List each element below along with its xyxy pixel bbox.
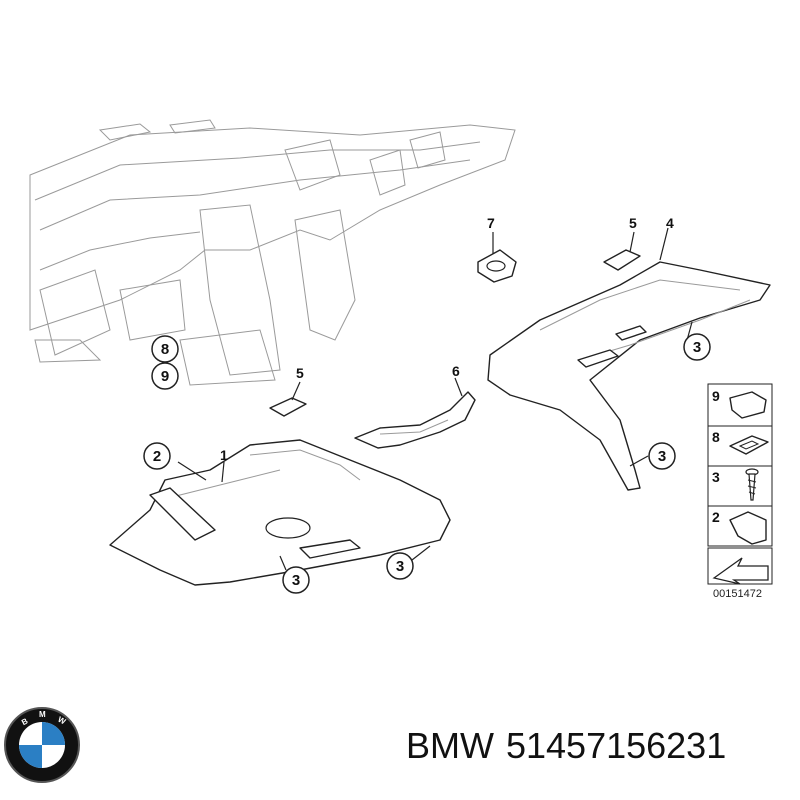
legend-label-8: 8 bbox=[712, 429, 720, 445]
grommet-8-icon bbox=[729, 435, 769, 455]
legend-label-9: 9 bbox=[712, 388, 720, 404]
svg-text:B: B bbox=[20, 716, 30, 727]
svg-text:9: 9 bbox=[161, 368, 169, 385]
callout-5-lower: 5 bbox=[296, 365, 304, 381]
part-5-lower-clip bbox=[269, 381, 307, 417]
reference-number: 00151472 bbox=[713, 588, 762, 600]
circled-callouts: 8 9 2 3 3 3 3 bbox=[143, 333, 711, 594]
part-4-panel bbox=[487, 227, 771, 491]
clip-9-icon bbox=[729, 391, 767, 419]
plain-callouts: 7 5 4 5 6 1 bbox=[220, 215, 674, 463]
part-7-clip bbox=[477, 232, 517, 283]
direction-arrow-icon bbox=[712, 557, 769, 585]
part-6-strip bbox=[354, 377, 476, 449]
svg-text:W: W bbox=[56, 715, 67, 727]
dashboard-outline bbox=[29, 119, 516, 386]
fastener-legend: 9 8 3 2 00151472 bbox=[707, 383, 773, 600]
circled-callout-9: 9 bbox=[151, 362, 179, 390]
circled-callout-8: 8 bbox=[151, 335, 179, 363]
bracket-2-icon bbox=[729, 511, 767, 545]
svg-text:2: 2 bbox=[153, 448, 161, 465]
callout-7: 7 bbox=[487, 215, 495, 231]
callout-4: 4 bbox=[666, 215, 674, 231]
part-caption: BMW 51457156231 bbox=[406, 716, 796, 776]
circled-callout-2: 2 bbox=[143, 442, 171, 470]
svg-text:3: 3 bbox=[292, 572, 300, 589]
legend-cell-3 bbox=[707, 465, 773, 507]
legend-label-2: 2 bbox=[712, 509, 720, 525]
callout-1: 1 bbox=[220, 447, 228, 463]
circled-callout-3-c: 3 bbox=[282, 566, 310, 594]
part-1-lower-panel bbox=[109, 439, 451, 586]
part-5-upper-clip bbox=[603, 231, 641, 271]
svg-text:3: 3 bbox=[693, 339, 701, 356]
circled-callout-3-b: 3 bbox=[648, 442, 676, 470]
svg-text:8: 8 bbox=[161, 341, 169, 358]
screw-3-icon bbox=[745, 468, 759, 501]
callout-6: 6 bbox=[452, 363, 460, 379]
svg-text:M: M bbox=[39, 710, 46, 719]
callout-5-upper: 5 bbox=[629, 215, 637, 231]
legend-label-3: 3 bbox=[712, 469, 720, 485]
bmw-logo: B M W bbox=[4, 707, 80, 783]
circled-callout-3-d: 3 bbox=[386, 552, 414, 580]
caption-brand: BMW bbox=[406, 725, 494, 766]
circled-callout-3-a: 3 bbox=[683, 333, 711, 361]
svg-text:3: 3 bbox=[396, 558, 404, 575]
caption-part-number: 51457156231 bbox=[505, 725, 727, 766]
svg-text:3: 3 bbox=[658, 448, 666, 465]
